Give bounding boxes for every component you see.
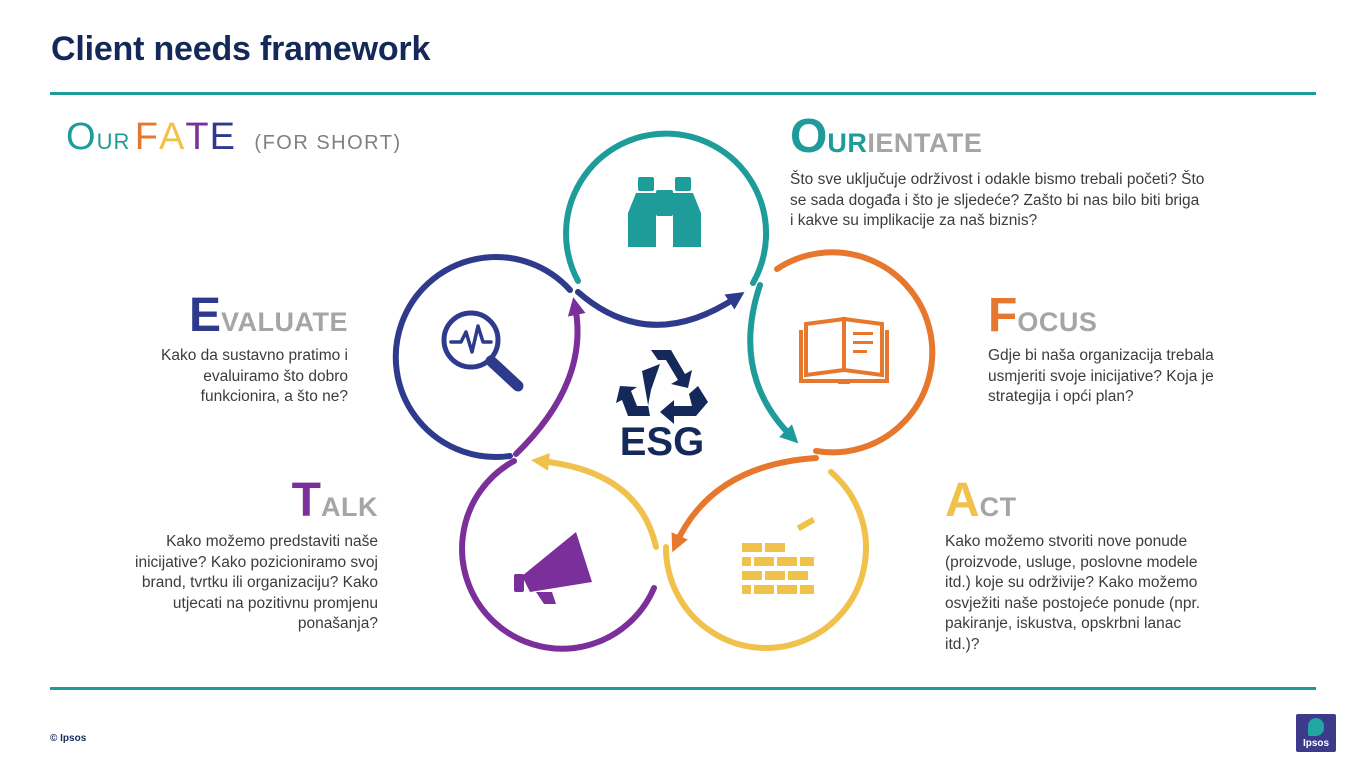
brick-wall-icon [742,516,816,594]
stage-desc-evaluate: Kako da sustavno pratimo i evaluiramo št… [48,346,348,408]
stage-rest: CT [979,492,1017,522]
stage-rest: OCUS [1017,307,1098,337]
stage-title-evaluate: EVALUATE [189,292,348,340]
logo-mark [1308,718,1324,736]
stage-title-act: ACT [945,477,1017,525]
stage-desc-ourientate: Što sve uključuje održivost i odakle bis… [790,170,1250,232]
megaphone-icon [514,532,592,604]
logo-text: Ipsos [1302,738,1330,749]
binoculars-icon [628,177,701,247]
center-label: ESG [619,420,705,464]
stage-desc-talk: Kako možemo predstaviti naše inicijative… [58,532,378,635]
ring-evaluate [392,254,573,460]
desc-line: itd.) koje su održivije? Kako možemo [945,574,1198,591]
desc-line: i kakve su implikacije za naš biznis? [790,212,1038,229]
stage-rest: ALK [321,492,378,522]
acronym-heading: OUR FATE (FOR SHORT) [66,116,402,159]
arrow-act-to-talk [531,452,659,550]
page-title: Client needs framework [51,30,431,68]
stage-desc-focus: Gdje bi naša organizacija trebala usmjer… [988,346,1288,408]
desc-line: (proizvode, usluge, poslovne modele [945,553,1198,571]
desc-line: usmjeriti svoje inicijative? Koja je [988,367,1214,385]
stage-title-ourientate: OURIENTATE [790,113,982,161]
open-book-icon [799,316,889,383]
bottom-divider [50,687,1316,690]
copyright: © Ipsos [50,733,87,744]
desc-line: utjecati na pozitivnu promjenu [172,594,378,612]
desc-line: se sada događa i što je sljedeće? Zašto … [790,191,1200,209]
arrow-evaluate-to-ourientate [575,289,745,328]
acronym-letter-t: T [185,116,210,158]
desc-line: strategija i opći plan? [988,388,1134,405]
arrow-ourientate-to-focus [747,282,799,444]
desc-line: inicijative? Kako pozicioniramo svoj [135,553,378,571]
acronym-letter-o: O [66,116,97,158]
desc-line: Kako možemo stvoriti nove ponude [945,533,1188,550]
stage-rest: VALUATE [221,307,348,337]
magnifier-pulse-icon [441,310,524,392]
stage-rest-highlight: UR [827,128,868,158]
stage-desc-act: Kako možemo stvoriti nove ponude (proizv… [945,532,1265,655]
top-divider [50,92,1316,95]
arrow-focus-to-act [671,455,819,553]
arrow-talk-to-evaluate [513,297,586,457]
acronym-note: (FOR SHORT) [254,132,402,154]
recycle-icon [616,350,708,424]
stage-initial: A [945,474,980,527]
desc-line: Kako možemo predstaviti naše [166,533,378,550]
stage-title-talk: TALK [292,477,378,525]
ring-ourientate [563,130,770,286]
stage-title-focus: FOCUS [988,292,1097,340]
ipsos-logo: Ipsos [1296,714,1336,752]
stage-initial: E [188,289,221,342]
desc-line: Što sve uključuje održivost i odakle bis… [790,171,1205,188]
stage-initial: O [790,110,828,163]
stage-rest: IENTATE [867,128,983,158]
desc-line: evaluiramo što dobro [203,367,348,385]
desc-line: ponašanja? [297,615,378,632]
ring-act [662,469,869,651]
acronym-letter-e: E [209,116,236,158]
acronym-letters-ur: UR [96,129,131,154]
ring-focus [774,249,936,456]
stage-initial: T [291,474,321,527]
desc-line: osvježiti naše postojeće ponude (npr. [945,594,1201,612]
ring-talk [459,458,657,652]
desc-line: Kako da sustavno pratimo i [161,347,348,364]
acronym-letter-a: A [159,116,186,158]
desc-line: Gdje bi naša organizacija trebala [988,347,1214,364]
desc-line: pakiranje, iskustva, opskrbni lanac [945,615,1182,632]
desc-line: itd.)? [945,635,980,653]
desc-line: brand, tvrtku ili organizaciju? Kako [141,574,378,591]
book-lines [838,332,873,384]
desc-line: funkcionira, a što ne? [200,388,348,405]
stage-initial: F [988,289,1018,342]
acronym-letter-f: F [134,116,160,158]
